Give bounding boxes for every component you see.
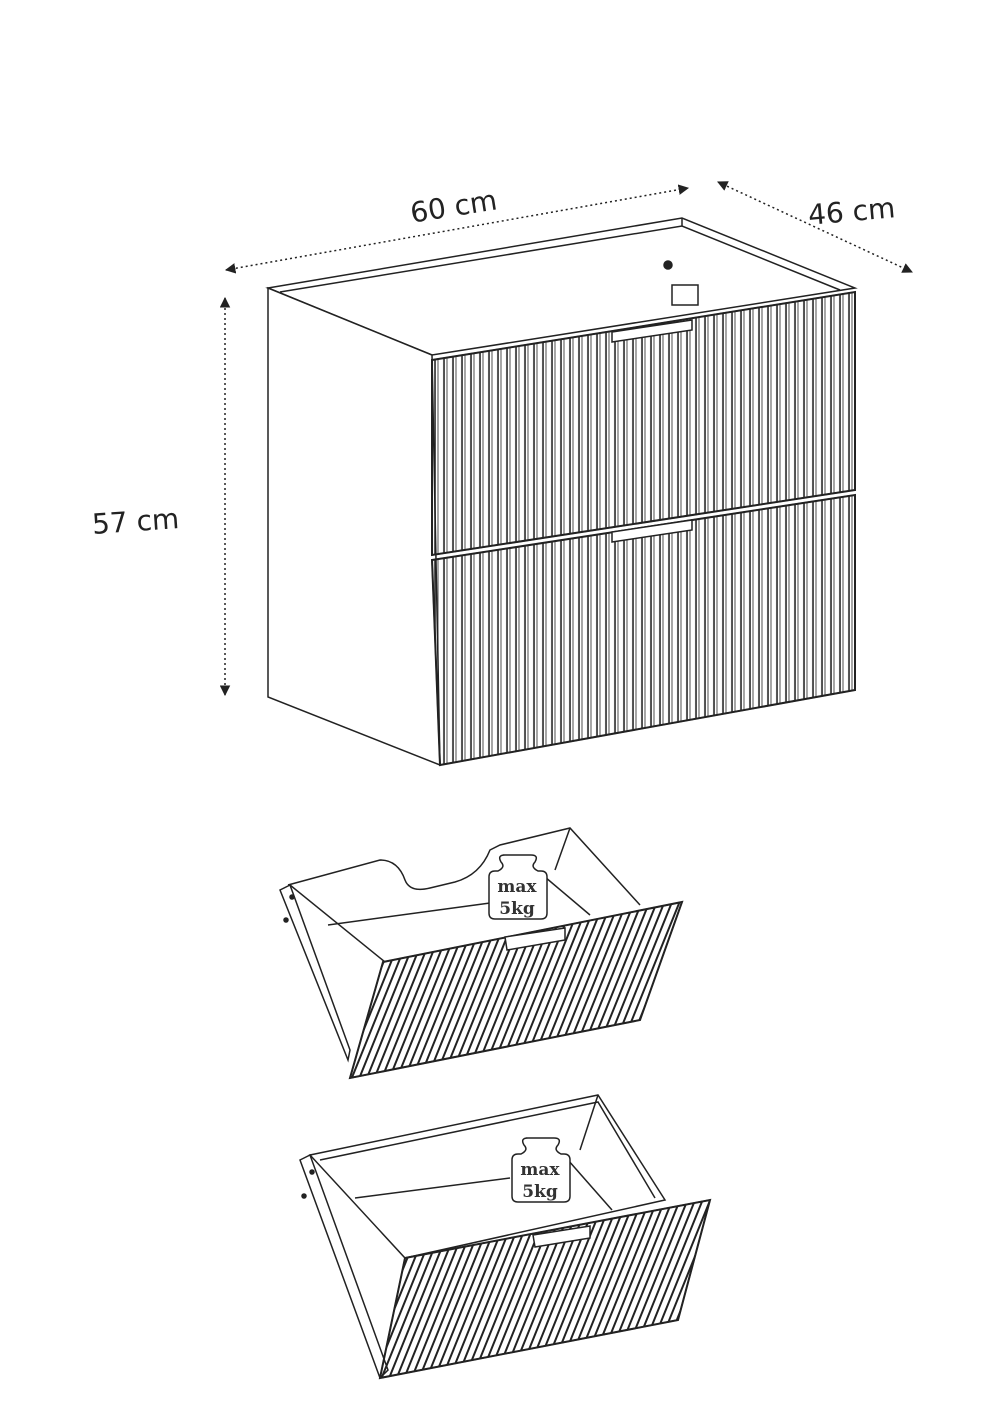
height-label: 57 cm xyxy=(90,501,181,542)
drawer-2-handle xyxy=(532,1225,591,1248)
drawer-1-load-line1: max xyxy=(497,877,537,897)
drawer-2: max 5kg xyxy=(299,1094,712,1380)
drawer-1: max 5kg xyxy=(279,827,684,1080)
weight-icon-2 xyxy=(511,1137,571,1203)
handle-lower xyxy=(611,519,693,543)
drawer-2-load-line2: 5kg xyxy=(522,1182,558,1202)
drawer-1-handle xyxy=(504,927,566,951)
cabinet xyxy=(265,217,858,767)
drawer-1-load-line2: 5kg xyxy=(499,899,535,919)
drawer-2-load-line1: max xyxy=(520,1160,560,1180)
dimension-depth xyxy=(717,181,913,273)
drawer-1-front xyxy=(348,901,684,1079)
dimension-width xyxy=(224,184,690,274)
cabinet-side-left xyxy=(267,286,441,767)
weight-icon-1 xyxy=(488,854,548,920)
handle-upper xyxy=(611,319,693,343)
